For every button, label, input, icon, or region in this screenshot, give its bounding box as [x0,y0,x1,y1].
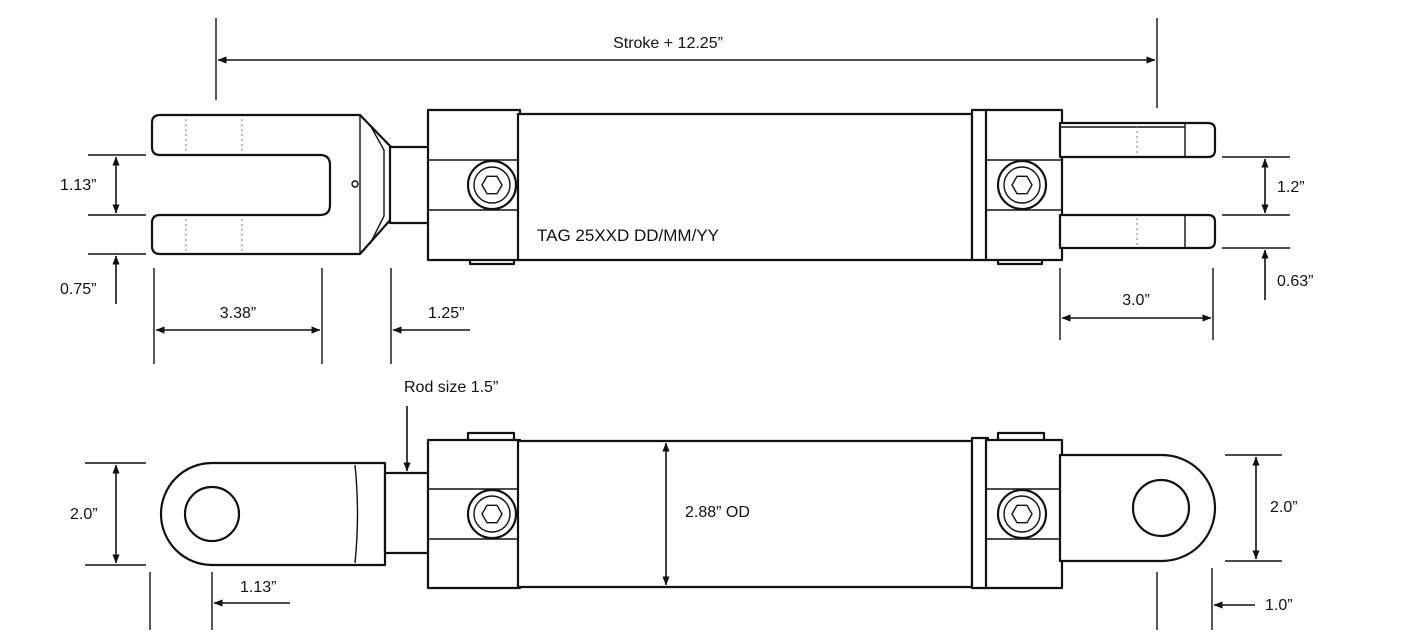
hex-bolt-icon [996,159,1048,211]
rod-eye-offset-dimension: 1.13” [149,572,290,630]
rear-end-cap [984,108,1064,266]
rod-extension-dimension: 1.25” [390,268,470,364]
rear-gap-label: 1.2” [1277,179,1305,196]
side-view: Rod size 1.5” 2.0” 1.13” 2.88” OD 2 [70,379,1298,630]
rear-end-cap [984,431,1064,590]
rear-eye-height-label: 2.0” [1270,499,1298,516]
eye-hole-icon [183,485,241,543]
clevis-length-label: 3.38” [220,305,256,322]
rod-extension-label: 1.25” [428,305,464,322]
rod-eye-height-dimension: 2.0” [70,462,146,566]
rod-eye [159,461,387,567]
rear-arm-dimension: 0.63” [1222,247,1313,300]
eye-hole-icon [1131,478,1191,538]
piston-rod [388,145,432,225]
cylinder-barrel [516,112,974,262]
stroke-dimension: Stroke + 12.25” [215,18,1158,108]
rear-clevis [1058,121,1217,250]
clevis-gap-label: 1.13” [60,177,96,194]
clevis-length-dimension: 3.38” [153,268,323,364]
rear-eye-offset-dimension: 1.0” [1156,568,1293,630]
piston-rod [383,471,432,555]
rod-eye-height-label: 2.0” [70,506,98,523]
hex-bolt-icon [466,159,518,211]
body-od-dimension: 2.88” OD [662,442,750,586]
rod-size-dimension: Rod size 1.5” [403,379,498,472]
top-view: TAG 25XXD DD/MM/YY Stroke + 12.25” 1.13”… [60,18,1313,364]
clevis-arm-dimension: 0.75” [60,253,146,304]
pin-hole-icon [351,180,359,188]
rod-size-label: Rod size 1.5” [404,379,498,396]
hex-bolt-icon [996,488,1048,540]
rear-gap-dimension: 1.2” [1222,156,1305,216]
cylinder-barrel [516,439,974,589]
rear-length-label: 3.0” [1122,292,1150,309]
rear-length-dimension: 3.0” [1059,268,1214,340]
tag-label: TAG 25XXD DD/MM/YY [537,226,719,245]
rear-eye-offset-label: 1.0” [1265,597,1293,614]
hex-bolt-icon [466,488,518,540]
rear-eye-height-dimension: 2.0” [1225,454,1298,562]
rear-eye [1058,453,1217,563]
clevis-gap-dimension: 1.13” [60,154,146,216]
clevis-arm-label: 0.75” [60,281,96,298]
front-end-cap [426,108,522,266]
rear-arm-label: 0.63” [1277,273,1313,290]
rod-eye-offset-label: 1.13” [240,579,276,596]
front-clevis [150,113,394,256]
body-od-label: 2.88” OD [685,504,750,521]
stroke-label: Stroke + 12.25” [613,35,723,52]
front-end-cap [426,431,522,590]
